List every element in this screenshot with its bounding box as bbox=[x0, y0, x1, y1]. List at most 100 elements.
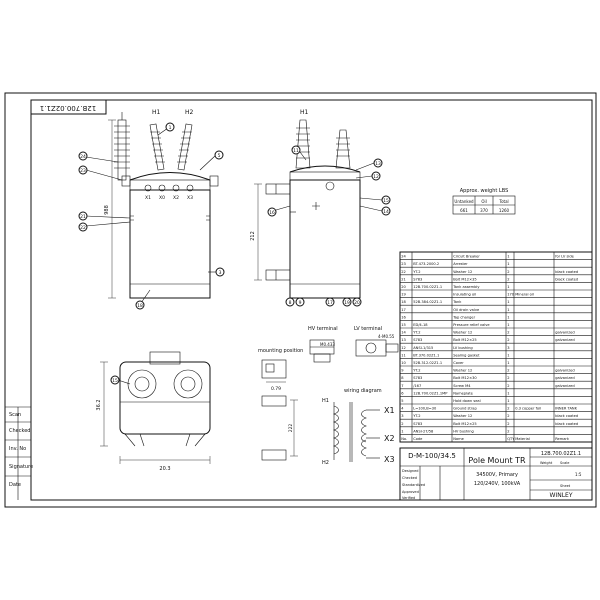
tb-designed: Designed bbox=[402, 469, 418, 473]
callout-22b: 22 bbox=[80, 225, 86, 231]
parts-row-cell: 1 bbox=[401, 429, 403, 433]
mounting-dim-c: 222 bbox=[288, 424, 294, 433]
parts-row-cell: 2 bbox=[507, 407, 509, 411]
parts-row-cell: 1 bbox=[507, 399, 509, 403]
terminal-label-x2: X2 bbox=[173, 195, 179, 201]
parts-row-cell: 2 bbox=[507, 277, 509, 281]
parts-row-cell: 2 bbox=[507, 429, 509, 433]
parts-row-cell: 1 bbox=[507, 323, 509, 327]
tb-weight-label: Weight bbox=[540, 461, 553, 465]
lv-terminal-note: 4-M0.55 bbox=[378, 334, 395, 339]
tb-approved: Approved bbox=[402, 490, 419, 494]
parts-row-cell: 2 bbox=[507, 338, 509, 342]
callout-11: 11 bbox=[293, 148, 299, 154]
left-margin-strip: Scan Checked Inv. No Signature Date bbox=[5, 406, 33, 500]
tb-checked: Checked bbox=[402, 476, 417, 480]
margin-label-inv-no: Inv. No bbox=[9, 446, 26, 452]
mounting-dim-a: 0.79 bbox=[271, 386, 281, 392]
parts-row-cell: Washer 12 bbox=[453, 369, 472, 373]
parts-row-cell: Mineral oil bbox=[515, 293, 534, 297]
parts-row-cell: black coated bbox=[555, 270, 578, 274]
parts-row-cell: YT.2 bbox=[413, 414, 420, 418]
callout-18: 18 bbox=[137, 303, 143, 309]
parts-row-cell: ANSI-27/58 bbox=[413, 429, 434, 433]
parts-row-cell: black coated bbox=[555, 277, 578, 281]
front-height-dim: 988 bbox=[104, 205, 110, 215]
parts-header-cell: QTY bbox=[507, 437, 515, 441]
parts-row-cell: 22 bbox=[401, 270, 406, 274]
parts-row-cell: 16 bbox=[401, 315, 406, 319]
parts-row-cell: 3 bbox=[401, 414, 403, 418]
parts-row-cell: 2 bbox=[507, 270, 509, 274]
parts-row-cell: black coated bbox=[555, 414, 578, 418]
parts-row-cell: 1 bbox=[507, 391, 509, 395]
parts-row-cell: 13 bbox=[401, 338, 406, 342]
callout-13: 13 bbox=[375, 161, 381, 167]
weight-header-untanked: Untanked bbox=[454, 199, 474, 204]
lv-terminal-detail: LV terminal 4-M0.55 bbox=[354, 326, 399, 357]
parts-row-cell: YT.2 bbox=[413, 331, 420, 335]
callout-1: 1 bbox=[169, 125, 172, 131]
weights-title: Approx. weight LBS bbox=[460, 188, 509, 194]
callout-19: 19 bbox=[344, 300, 350, 306]
side-view: H1 212 bbox=[250, 109, 361, 299]
parts-row-cell: YT.2 bbox=[413, 369, 420, 373]
weight-header-oil: Oil bbox=[481, 199, 486, 204]
parts-row-cell: 1 bbox=[507, 255, 509, 259]
wiring-label-x2: X2 bbox=[384, 434, 395, 443]
callout-22: 23 bbox=[80, 168, 86, 174]
mounting-title: mounting position bbox=[258, 348, 303, 354]
parts-row-cell: Sealing gasket bbox=[453, 353, 480, 357]
parts-row-cell: 8 bbox=[401, 376, 404, 380]
callout-9: 9 bbox=[299, 300, 302, 306]
parts-row-cell: 1 bbox=[507, 300, 509, 304]
wiring-label-h2: H2 bbox=[322, 460, 329, 466]
parts-row-cell: 0.3 copper foil bbox=[515, 407, 541, 411]
hv-terminal-title: HV terminal bbox=[308, 326, 338, 332]
parts-row-cell: YT.2 bbox=[413, 270, 420, 274]
weight-header-total: Total bbox=[498, 199, 508, 204]
side-height-dim: 212 bbox=[250, 231, 256, 241]
tb-standardized: Standardized bbox=[402, 483, 425, 487]
parts-row-cell: for LV side bbox=[555, 255, 574, 259]
parts-row-cell: 12B.700.02Z1.1MP bbox=[413, 391, 448, 395]
parts-row-cell: Insulating oil bbox=[453, 293, 476, 297]
side-callouts: 11 13 12 15 14 16 8 9 17 19 20 bbox=[267, 145, 391, 307]
parts-row-cell: 11 bbox=[401, 353, 406, 357]
parts-row-cell: 2 bbox=[507, 384, 509, 388]
top-view: 20.3 36.2 15 bbox=[96, 351, 211, 472]
parts-row-cell: 52B.312.02Z1.1 bbox=[413, 361, 442, 365]
tb-sheet-label: Sheet bbox=[560, 484, 571, 488]
parts-row-cell: HV bushing bbox=[453, 429, 474, 433]
parts-row-cell: 2 bbox=[507, 376, 509, 380]
callout-top-15: 15 bbox=[112, 378, 118, 384]
parts-row-cell: LV bushing bbox=[453, 346, 472, 350]
parts-row-cell: Hold down seal bbox=[453, 399, 480, 403]
parts-row-cell: 10 bbox=[401, 361, 406, 365]
parts-row-cell: 17 bbox=[401, 308, 406, 312]
parts-row-cell: 19 bbox=[401, 293, 406, 297]
weight-value-total: 1260 bbox=[499, 208, 510, 213]
parts-row-cell: Nameplate bbox=[453, 391, 473, 395]
tb-scale-value: 1:5 bbox=[575, 472, 582, 477]
parts-row-cell: galvanized bbox=[555, 338, 574, 342]
parts-row-cell: black coated bbox=[555, 422, 578, 426]
lv-terminal-title: LV terminal bbox=[354, 326, 382, 332]
spec-line-2: 120/240V, 100kVA bbox=[474, 481, 521, 487]
parts-header-cell: Material bbox=[515, 437, 530, 441]
parts-row-cell: Ground strap bbox=[453, 407, 477, 411]
parts-row-cell: Screw M4 bbox=[453, 384, 471, 388]
parts-row-cell: 21 bbox=[401, 277, 406, 281]
parts-row-cell: Washer 12 bbox=[453, 270, 472, 274]
callout-3: 3 bbox=[219, 270, 222, 276]
parts-row-cell: 15 bbox=[401, 323, 406, 327]
parts-row-cell: Pressure relief valve bbox=[453, 323, 490, 327]
margin-label-date: Date bbox=[9, 482, 21, 488]
spec-line-1: 34500V, Primary bbox=[476, 472, 518, 478]
parts-row-cell: 1 bbox=[507, 262, 509, 266]
parts-row-cell: 2 bbox=[507, 369, 509, 373]
wiring-label-h1: H1 bbox=[322, 398, 329, 404]
hv-terminal-detail: HV terminal M0.433 bbox=[308, 326, 338, 363]
